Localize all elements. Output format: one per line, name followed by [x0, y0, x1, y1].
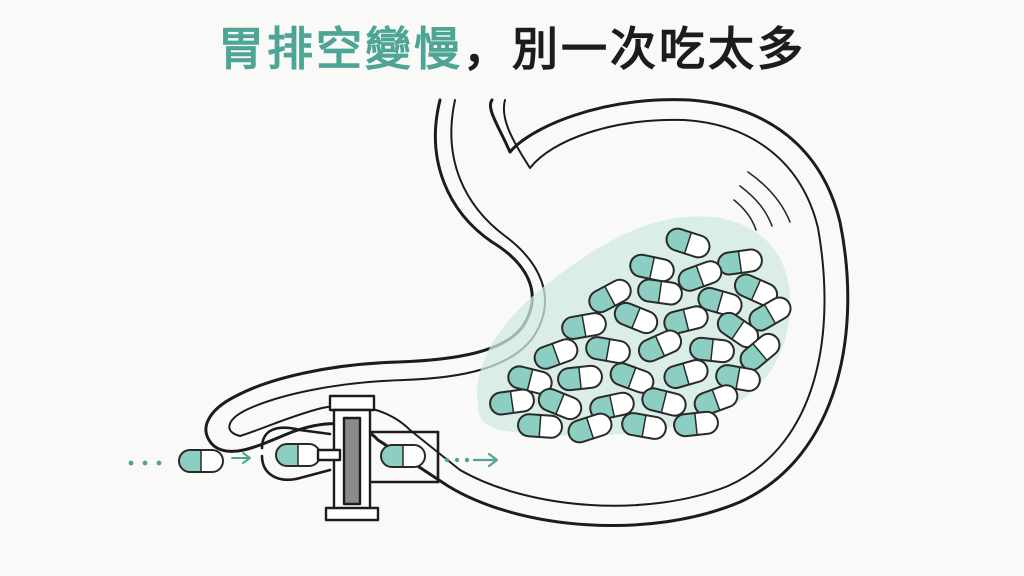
- arrow-right-icon: [242, 452, 251, 464]
- title-rest: ，別一次吃太多: [463, 22, 806, 76]
- capsule-pill-icon: [381, 445, 425, 467]
- incoming-flow: [128, 450, 251, 472]
- capsule-pill-icon: [179, 450, 223, 472]
- exit-flow: [444, 452, 499, 468]
- capsule-pill-icon: [517, 413, 562, 438]
- capsule-pill-icon: [276, 444, 320, 466]
- capsule-pill-icon: [673, 411, 719, 437]
- arrow-right-icon: [487, 452, 499, 468]
- duodenum-tube: [260, 426, 440, 484]
- page-title: 胃排空變慢，別一次吃太多: [0, 14, 1024, 84]
- capsule-pill-icon: [557, 365, 603, 391]
- title-highlight: 胃排空變慢: [218, 22, 463, 76]
- pyloric-valve-gate-icon: [316, 394, 380, 522]
- motion-lines: [733, 171, 791, 231]
